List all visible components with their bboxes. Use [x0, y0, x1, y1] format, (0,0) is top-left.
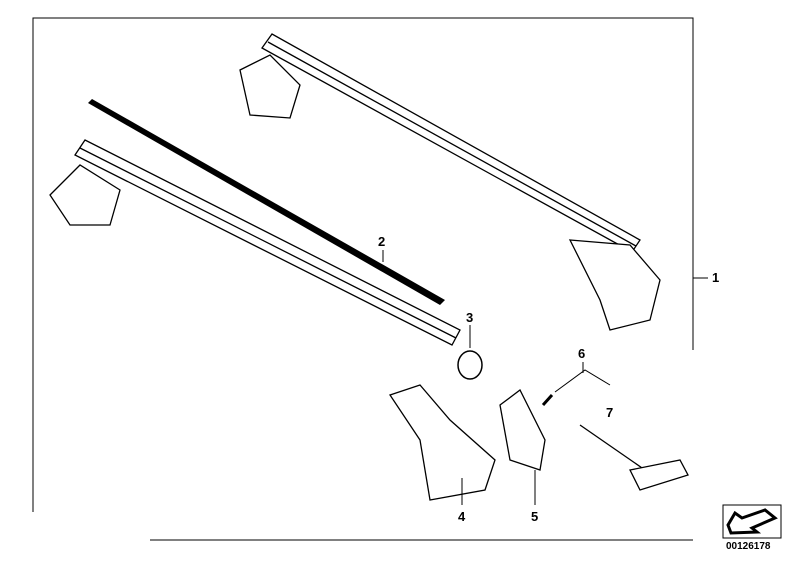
frame-border — [32, 17, 694, 512]
clamp — [499, 389, 546, 471]
rear-crossbar — [239, 33, 661, 331]
callout-3: 3 — [466, 310, 474, 325]
end-cap — [457, 350, 483, 380]
callout-5: 5 — [531, 509, 539, 524]
callout-6: 6 — [578, 346, 586, 361]
callout-2: 2 — [378, 234, 386, 249]
key-tool — [579, 424, 689, 491]
screw — [541, 393, 554, 407]
callout-4: 4 — [458, 509, 466, 524]
callout-1: 1 — [712, 270, 720, 285]
rubber-strip — [88, 99, 445, 305]
foot — [388, 384, 496, 501]
next-arrow-icon[interactable] — [722, 504, 782, 539]
part-code: 00126178 — [726, 541, 771, 552]
front-crossbar — [49, 139, 461, 346]
callout-7: 7 — [606, 405, 614, 420]
